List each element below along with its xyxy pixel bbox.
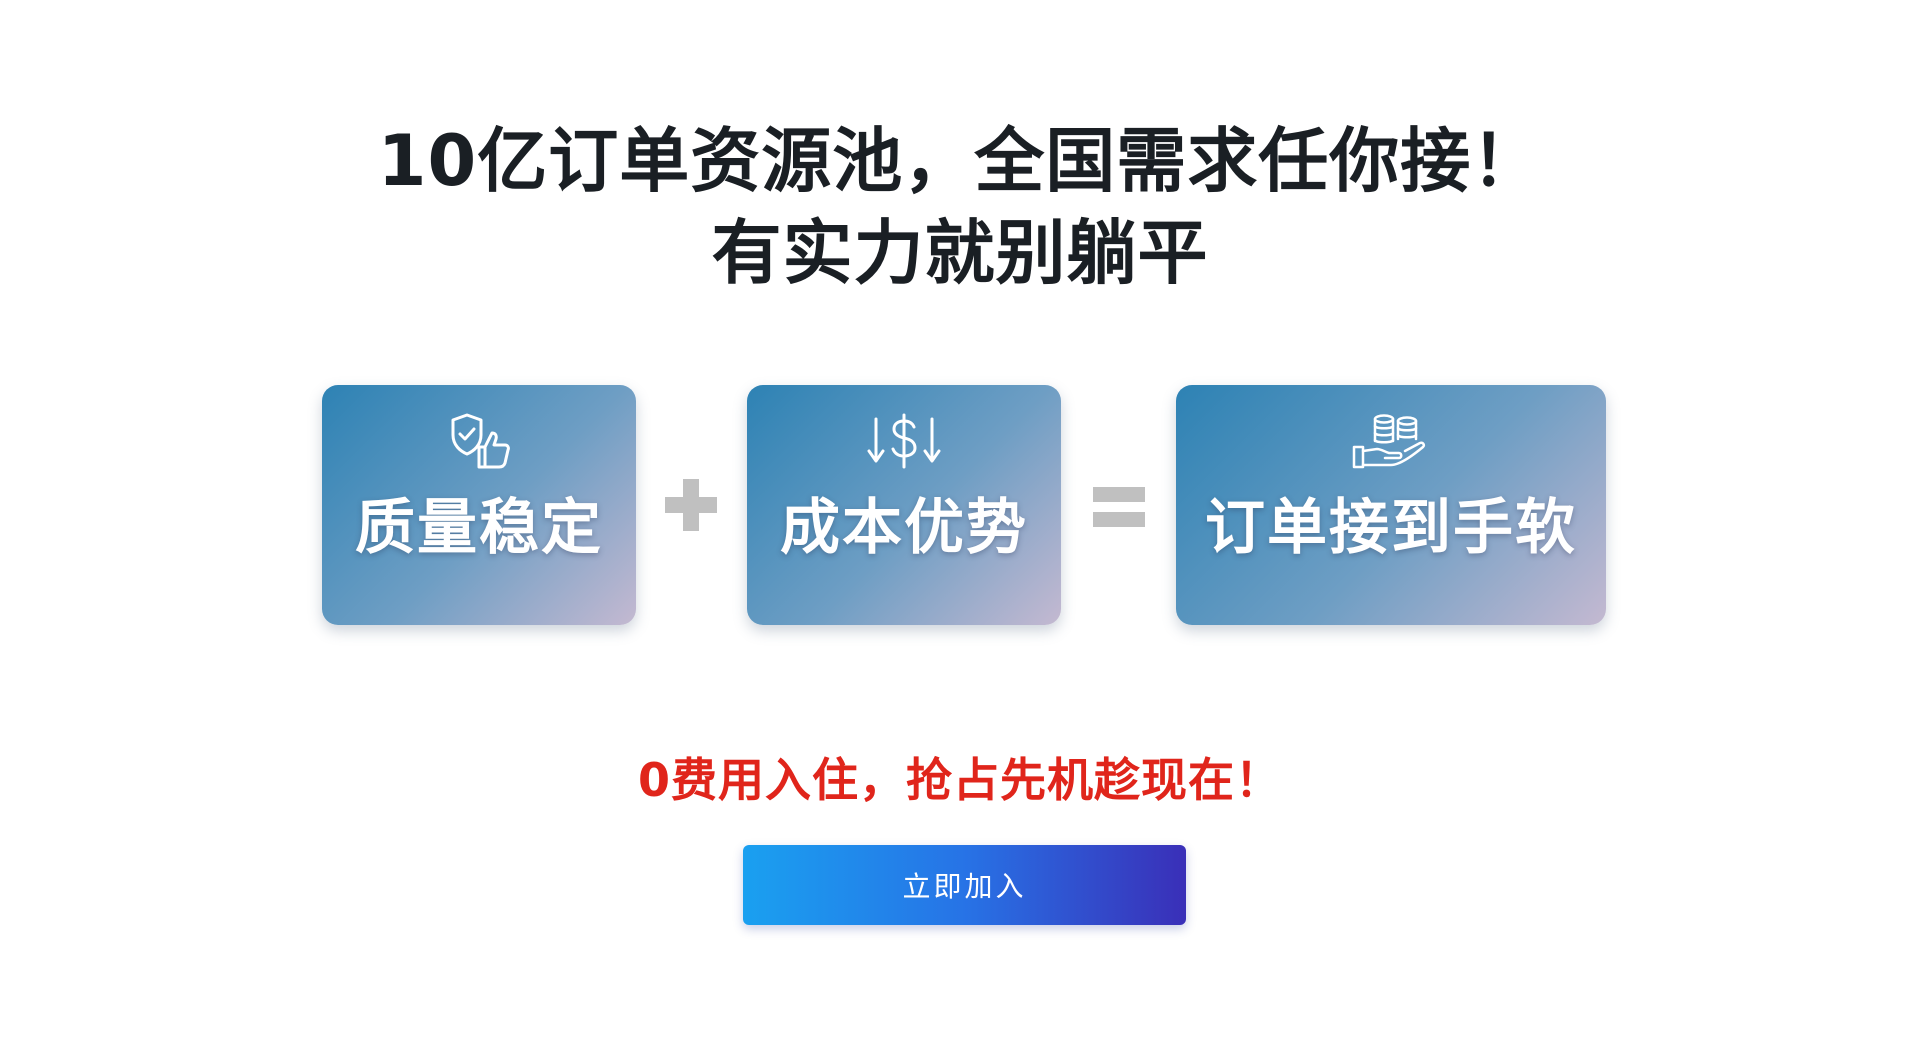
dollar-down-arrows-icon (864, 411, 944, 471)
feature-card-orders: 订单接到手软 (1176, 385, 1606, 625)
feature-label-orders: 订单接到手软 (1205, 493, 1577, 563)
hand-coins-icon (1351, 411, 1431, 471)
shield-thumbs-up-icon (439, 411, 519, 471)
plus-icon (661, 475, 721, 535)
headline-line-1: 10亿订单资源池，全国需求任你接！ (377, 120, 1543, 202)
page-headline: 10亿订单资源池，全国需求任你接！ 有实力就别躺平 (0, 115, 1920, 299)
feature-card-cost: 成本优势 (747, 385, 1061, 625)
feature-equation: 质量稳定 成本优势 (0, 385, 1920, 625)
feature-card-quality: 质量稳定 (322, 385, 636, 625)
headline-line-2: 有实力就别躺平 (711, 212, 1209, 294)
promo-subline: 0费用入住，抢占先机趁现在！ (637, 753, 1282, 807)
equals-icon (1089, 477, 1149, 537)
feature-label-cost: 成本优势 (780, 493, 1028, 563)
feature-label-quality: 质量稳定 (355, 493, 603, 563)
join-now-button[interactable]: 立即加入 (743, 845, 1186, 925)
